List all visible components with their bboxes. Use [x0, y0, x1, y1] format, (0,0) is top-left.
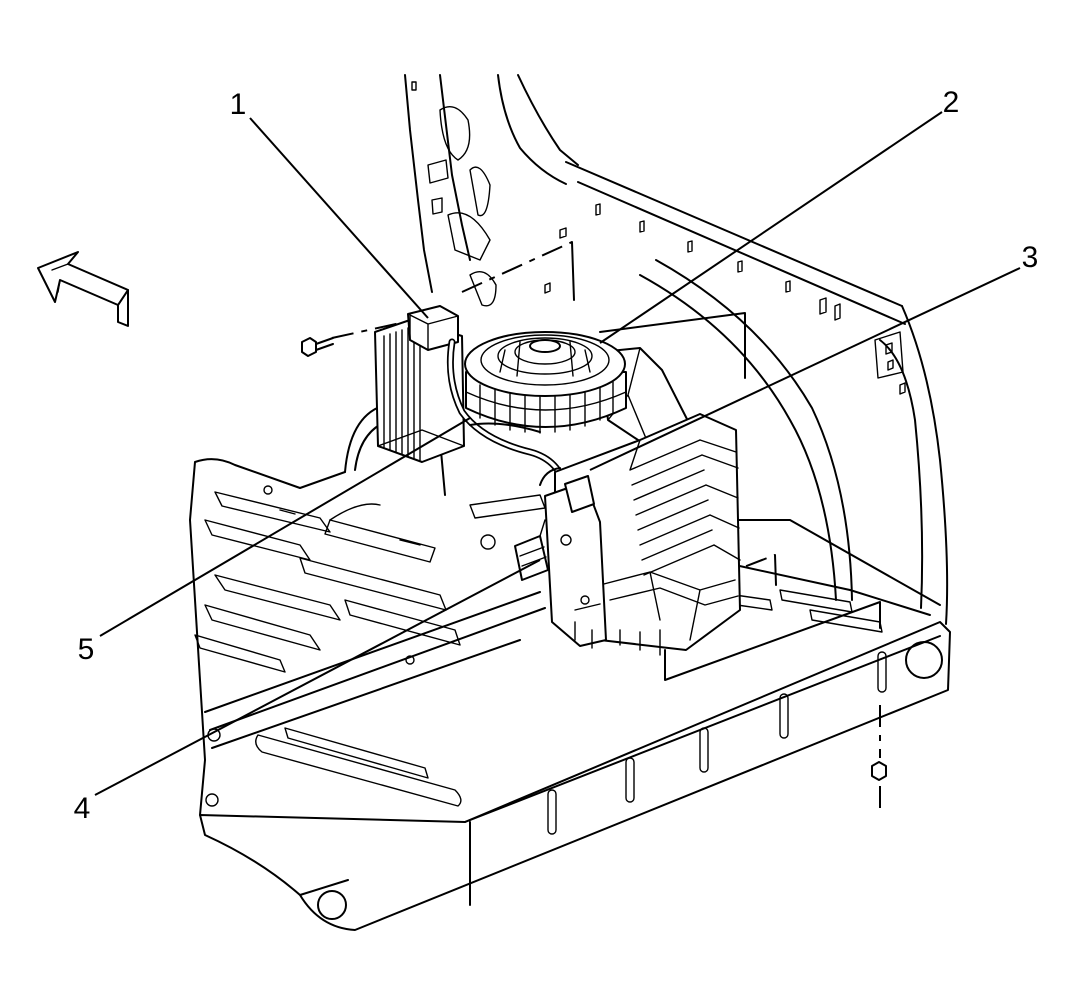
case-legs: [574, 603, 661, 656]
phantom-lines: [331, 241, 881, 815]
floor-tunnel: [204, 591, 546, 749]
callout-5: 5: [78, 633, 95, 666]
bracket-hole: [580, 595, 590, 605]
front-face-hole-right: [905, 641, 943, 679]
blower-dome-ring: [480, 334, 610, 386]
front-slot: [699, 727, 709, 773]
module-connector-detail: [407, 313, 459, 351]
floor-hole: [205, 793, 219, 807]
front-slot: [625, 757, 635, 803]
callout-2: 2: [943, 86, 960, 119]
harness-inner: [448, 340, 568, 492]
floor-left-edge: [189, 458, 346, 816]
floor-front-face: [199, 621, 951, 931]
front-slot: [779, 693, 789, 739]
blower-rib-lines: [499, 341, 591, 377]
callout-3: 3: [1022, 241, 1039, 274]
blower-dome-ring: [497, 337, 593, 375]
connector-detail: [519, 519, 547, 567]
blower-scroll-ribs: [465, 381, 627, 434]
floor-channels: [255, 503, 462, 807]
upper-bracket-outline: [599, 312, 746, 379]
control-module: [374, 305, 465, 463]
harness-branch: [469, 422, 561, 486]
rear-wall-top-edge: [565, 161, 906, 325]
floor-hole: [263, 485, 273, 495]
rear-wall-flange-holes: [874, 331, 906, 395]
floor-hole: [405, 655, 415, 665]
rear-wall-right-edge: [879, 305, 949, 625]
leader-4: [94, 559, 541, 796]
leader-5: [99, 417, 471, 637]
upper-mount-line: [571, 241, 575, 301]
floor-pan: [189, 458, 951, 931]
floor-hole: [480, 534, 496, 550]
front-face-slots: [547, 651, 887, 835]
lower-mount-line: [664, 554, 881, 681]
bolt-head: [301, 337, 317, 357]
direction-arrow: [37, 251, 129, 327]
mounting-nut: [871, 761, 887, 781]
bolt-dash: [331, 321, 406, 339]
callout-1: 1: [230, 88, 247, 121]
bolt-shank: [315, 337, 334, 351]
callout-leaders: [94, 111, 1021, 796]
wheelhouse-arc: [639, 259, 853, 601]
callout-labels: 1 2 3 4 5: [74, 86, 1039, 825]
pillar-outline: [404, 74, 579, 293]
front-face-hole-left: [317, 890, 347, 920]
case-flange: [599, 571, 739, 641]
case-connector: [564, 475, 595, 513]
floor-stamped-ribs: [194, 491, 546, 673]
hvac-case: [544, 413, 741, 656]
module-fins: [377, 327, 465, 461]
rear-cab-wall: [344, 74, 949, 625]
blower-hub: [529, 339, 561, 353]
front-slot: [547, 789, 557, 835]
arrow-face: [37, 251, 129, 306]
leader-3: [589, 267, 1021, 471]
rear-wall-slots: [544, 203, 841, 321]
nut-body: [871, 761, 887, 781]
arrow-inner: [51, 263, 69, 293]
floor-holes: [205, 485, 496, 807]
leader-1: [249, 117, 429, 319]
pillar-holes: [411, 81, 497, 307]
mounting-bolt: [301, 337, 334, 357]
leader-2: [599, 111, 943, 344]
front-face-inner-lines: [299, 635, 941, 906]
callout-4: 4: [74, 792, 91, 825]
blower-motor: [464, 331, 691, 449]
bracket-hole: [560, 534, 572, 546]
upper-mount-dash: [461, 241, 573, 293]
wiring-harness: [446, 338, 570, 494]
floor-right-ribs: [734, 589, 883, 633]
case-ribs: [629, 439, 741, 576]
front-slot: [877, 651, 887, 693]
